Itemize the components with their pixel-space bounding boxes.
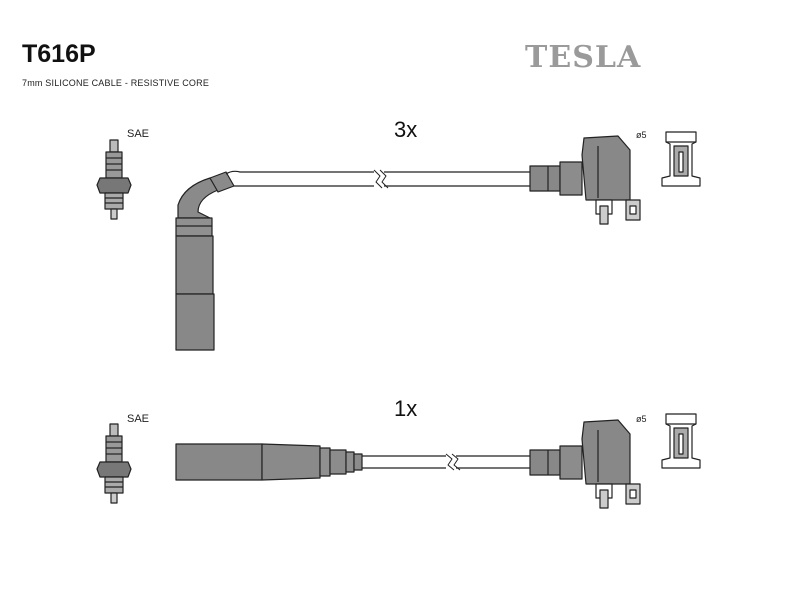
plug-boot-angled — [175, 171, 235, 351]
plug-standard-label-bottom: SAE — [127, 413, 150, 425]
terminal-diameter-top: ø5 — [636, 130, 647, 140]
cable-description: 7mm SILICONE CABLE - RESISTIVE CORE — [22, 78, 210, 88]
coil-connector-boot-bottom — [529, 419, 641, 509]
quantity-label-bottom: 1x — [394, 396, 418, 421]
part-number: T616P — [22, 40, 96, 68]
ignition-cable-bottom — [362, 453, 530, 471]
quantity-label-top: 3x — [394, 117, 418, 142]
ignition-cable — [225, 169, 530, 189]
terminal-diameter-bottom: ø5 — [636, 414, 647, 424]
plug-standard-label-top: SAE — [127, 128, 150, 140]
terminal-detail-icon-bottom — [661, 413, 701, 469]
coil-connector-boot — [529, 135, 641, 225]
terminal-detail-icon — [661, 131, 701, 187]
spark-plug-icon — [96, 139, 132, 220]
spark-plug-icon-bottom — [96, 423, 132, 504]
plug-boot-straight — [175, 443, 363, 481]
brand-logo: TESLA — [525, 40, 642, 75]
